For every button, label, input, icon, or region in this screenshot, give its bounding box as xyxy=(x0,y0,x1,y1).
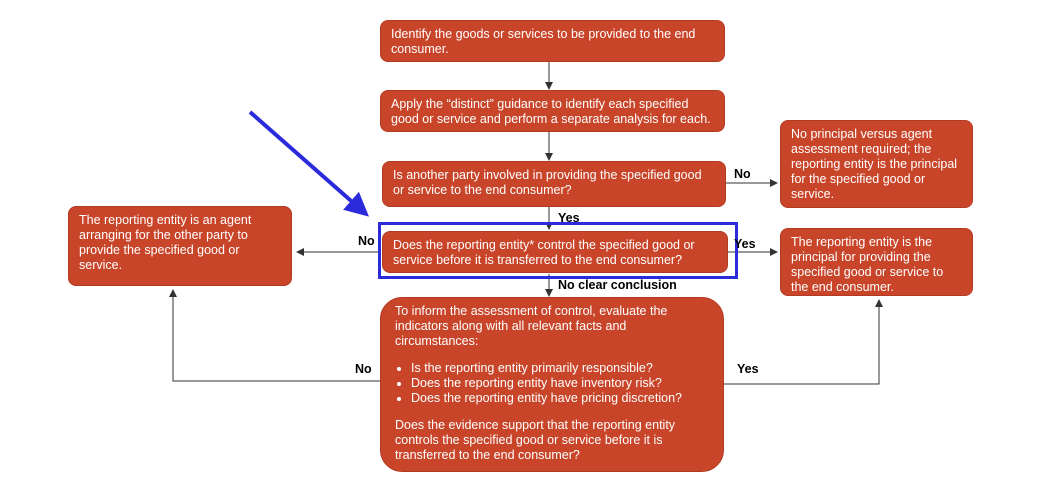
agent-text: The reporting entity is an agent arrangi… xyxy=(79,213,252,272)
label-no-bottom: No xyxy=(355,362,372,376)
indicator-list: Is the reporting entity primarily respon… xyxy=(395,361,709,406)
indicator-item: Is the reporting entity primarily respon… xyxy=(411,361,709,376)
control-text: Does the reporting entity* control the s… xyxy=(393,238,695,267)
identify-text: Identify the goods or services to be pro… xyxy=(391,27,696,56)
assessment-question: Does the evidence support that the repor… xyxy=(395,418,676,462)
label-yes-mid: Yes xyxy=(558,211,580,225)
identify-box: Identify the goods or services to be pro… xyxy=(380,20,725,62)
principal-text: The reporting entity is the principal fo… xyxy=(791,235,944,294)
distinct-box: Apply the “distinct” guidance to identif… xyxy=(380,90,725,132)
indicator-item: Does the reporting entity have pricing d… xyxy=(411,391,709,406)
agent-box: The reporting entity is an agent arrangi… xyxy=(68,206,292,286)
indicator-item: Does the reporting entity have inventory… xyxy=(411,376,709,391)
no-assessment-text: No principal versus agent assessment req… xyxy=(791,127,958,201)
another-party-box: Is another party involved in providing t… xyxy=(382,161,726,207)
label-yes-right: Yes xyxy=(734,237,756,251)
distinct-text: Apply the “distinct” guidance to identif… xyxy=(391,97,711,126)
arrow-assess-no xyxy=(169,289,380,382)
label-no-clear-conclusion: No clear conclusion xyxy=(558,278,677,292)
assessment-box: To inform the assessment of control, eva… xyxy=(380,297,724,472)
pointer-arrow xyxy=(248,110,370,217)
label-no-left: No xyxy=(358,234,375,248)
assessment-intro: To inform the assessment of control, eva… xyxy=(395,304,668,348)
arrow-assess-yes xyxy=(724,299,883,385)
principal-box: The reporting entity is the principal fo… xyxy=(780,228,973,296)
no-assessment-box: No principal versus agent assessment req… xyxy=(780,120,973,208)
label-yes-bottom: Yes xyxy=(737,362,759,376)
control-box: Does the reporting entity* control the s… xyxy=(382,231,728,273)
highlight-rectangle xyxy=(378,222,738,279)
label-no-top: No xyxy=(734,167,751,181)
another-party-text: Is another party involved in providing t… xyxy=(393,168,702,197)
